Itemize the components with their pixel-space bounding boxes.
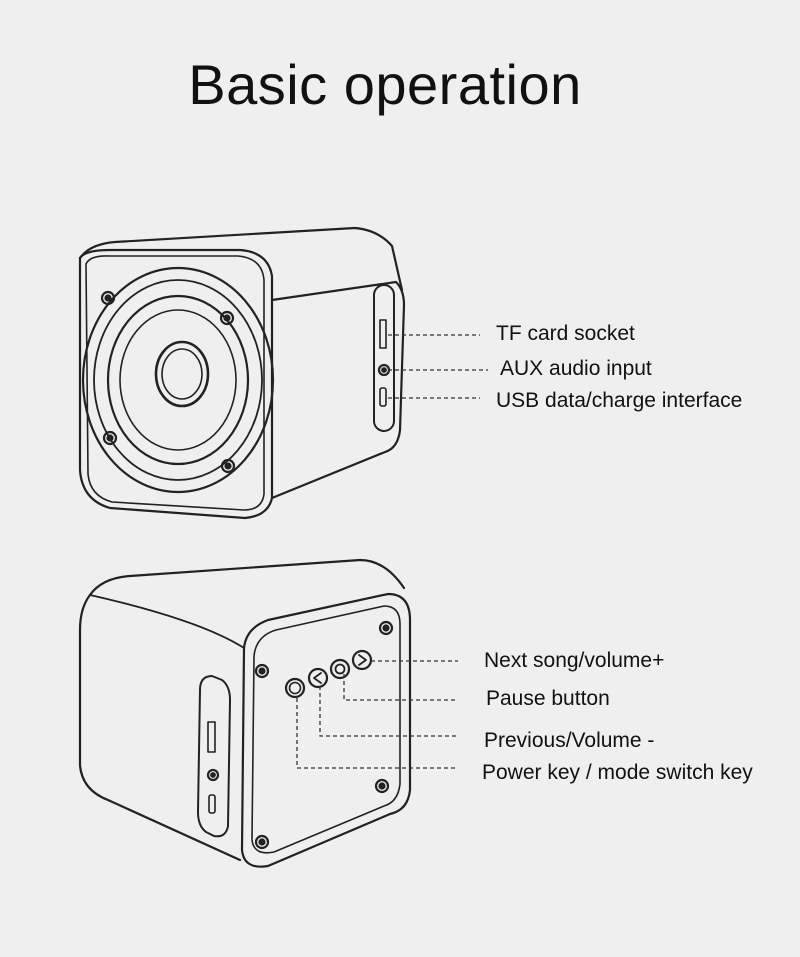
leader-line-power [296, 698, 458, 769]
label-pause-button: Pause button [486, 687, 610, 710]
label-next-song: Next song/volume+ [484, 649, 665, 672]
page-title: Basic operation [188, 53, 582, 116]
label-aux-audio-input: AUX audio input [500, 357, 652, 380]
leader-line-pause [343, 674, 458, 701]
label-previous-volume: Previous/Volume - [484, 729, 655, 752]
leader-line-previous [319, 686, 458, 737]
label-power-key: Power key / mode switch key [482, 761, 753, 784]
label-usb-interface: USB data/charge interface [496, 389, 743, 412]
label-tf-card-socket: TF card socket [496, 322, 635, 345]
